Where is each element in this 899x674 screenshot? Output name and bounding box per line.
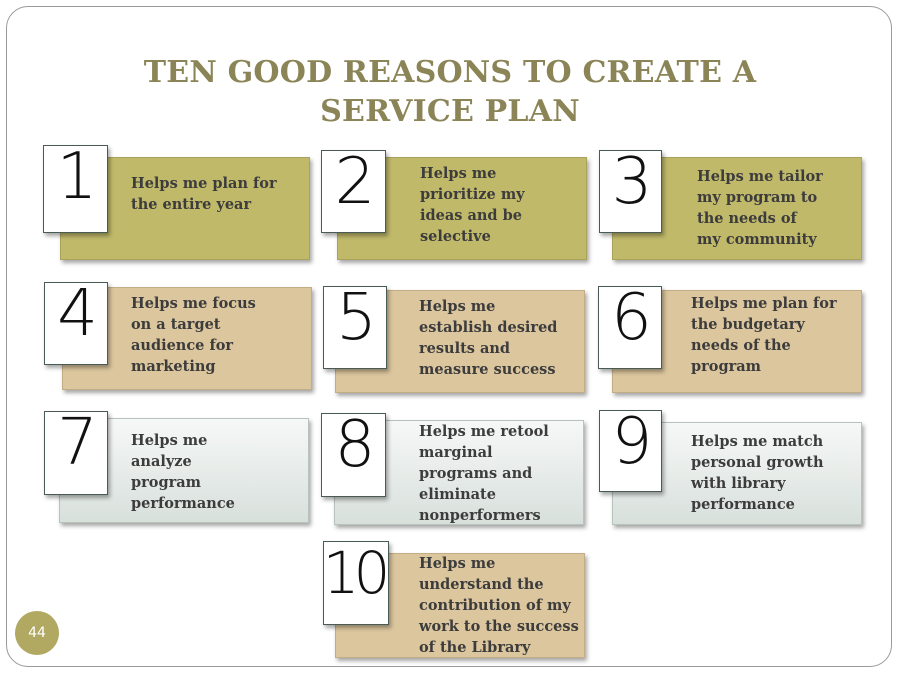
reason-10-line-3: contribution of my	[419, 597, 571, 614]
reason-number-box-1: 1	[43, 145, 108, 233]
reason-text-8: Helps me retool marginal programs and el…	[419, 421, 549, 526]
reason-number-box-5: 5	[323, 286, 387, 369]
reason-4-line-2: on a target	[131, 316, 221, 333]
reason-number-2: 2	[334, 150, 376, 219]
reason-number-box-6: 6	[598, 286, 662, 369]
reason-2-line-2: prioritize my	[420, 186, 525, 203]
reason-7-line-3: program	[131, 474, 201, 491]
reason-3-line-3: the needs of	[697, 210, 797, 227]
reason-text-9: Helps me match personal growth with libr…	[691, 431, 824, 515]
reason-text-1: Helps me plan for the entire year	[131, 173, 277, 215]
reason-7-line-2: analyze	[131, 453, 192, 470]
reason-5-line-3: results and	[419, 340, 511, 357]
reason-9-line-3: with library	[691, 475, 786, 492]
reason-number-8: 8	[334, 413, 376, 482]
slide-title: TEN GOOD REASONS TO CREATE A SERVICE PLA…	[60, 53, 840, 131]
reason-number-box-10: 10	[323, 541, 389, 625]
reason-6-line-4: program	[691, 358, 761, 375]
title-line-1: TEN GOOD REASONS TO CREATE A	[143, 55, 757, 90]
reason-number-box-7: 7	[44, 411, 108, 495]
reason-2-line-3: ideas and be	[420, 207, 522, 224]
reason-9-line-1: Helps me match	[691, 433, 824, 450]
reason-3-line-4: my community	[697, 231, 817, 248]
reason-8-line-4: eliminate	[419, 486, 496, 503]
reason-text-2: Helps me prioritize my ideas and be sele…	[420, 163, 525, 247]
reason-8-line-1: Helps me retool	[419, 423, 549, 440]
reason-7-line-1: Helps me	[131, 432, 208, 449]
reason-text-7: Helps me analyze program performance	[131, 430, 235, 514]
reason-text-5: Helps me establish desired results and m…	[419, 296, 557, 380]
reason-3-line-2: my program to	[697, 189, 818, 206]
reason-8-line-5: nonperformers	[419, 507, 541, 524]
reason-number-7: 7	[57, 411, 98, 480]
reason-number-9: 9	[611, 410, 653, 479]
reason-4-line-3: audience for	[131, 337, 234, 354]
reason-4-line-4: marketing	[131, 358, 216, 375]
reason-2-line-4: selective	[420, 228, 491, 245]
reason-5-line-2: establish desired	[419, 319, 558, 336]
reason-text-3: Helps me tailor my program to the needs …	[697, 166, 823, 250]
reason-number-box-2: 2	[321, 150, 386, 233]
reason-9-line-2: personal growth	[691, 454, 824, 471]
reason-8-line-2: marginal	[419, 444, 493, 461]
reason-number-box-8: 8	[321, 413, 386, 497]
reason-number-box-9: 9	[599, 410, 662, 492]
reason-6-line-3: needs of the	[691, 337, 791, 354]
reason-number-1: 1	[56, 145, 98, 214]
reason-10-line-4: work to the success	[419, 618, 579, 635]
reason-10-line-2: understand the	[419, 576, 544, 593]
reason-number-3: 3	[611, 150, 653, 219]
reason-1-line-1: Helps me plan for	[131, 175, 277, 192]
reason-2-line-1: Helps me	[420, 165, 497, 182]
reason-text-6: Helps me plan for the budgetary needs of…	[691, 293, 837, 377]
reason-5-line-1: Helps me	[419, 298, 496, 315]
reason-number-5: 5	[336, 286, 377, 355]
reason-10-line-5: of the Library	[419, 639, 531, 656]
reason-text-4: Helps me focus on a target audience for …	[131, 293, 256, 377]
reason-7-line-4: performance	[131, 495, 235, 512]
reason-5-line-4: measure success	[419, 361, 556, 378]
reason-number-box-4: 4	[44, 282, 108, 365]
reason-10-line-1: Helps me	[419, 555, 496, 572]
reason-3-line-1: Helps me tailor	[697, 168, 823, 185]
reason-number-6: 6	[611, 286, 652, 355]
reason-text-10: Helps me understand the contribution of …	[419, 553, 579, 658]
reason-6-line-2: the budgetary	[691, 316, 805, 333]
reason-number-4: 4	[57, 282, 98, 351]
reason-9-line-4: performance	[691, 496, 795, 513]
title-line-2: SERVICE PLAN	[320, 94, 580, 129]
page-number-badge: 44	[15, 611, 59, 655]
reason-4-line-1: Helps me focus	[131, 295, 256, 312]
reason-6-line-1: Helps me plan for	[691, 295, 837, 312]
reason-8-line-3: programs and	[419, 465, 533, 482]
reason-1-line-2: the entire year	[131, 196, 252, 213]
reason-number-10: 10	[323, 541, 388, 607]
reason-number-box-3: 3	[599, 150, 662, 233]
